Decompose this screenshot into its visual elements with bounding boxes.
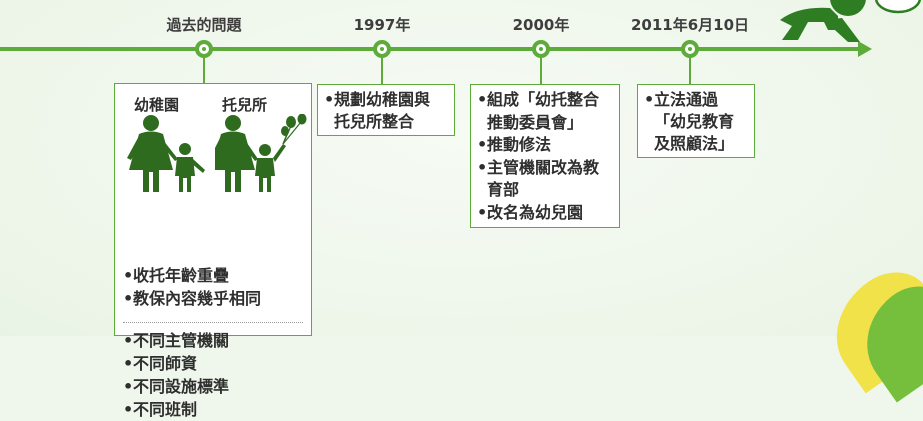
event-2000-item3-line1: 主管機關改為教 bbox=[477, 157, 613, 180]
dotted-divider bbox=[123, 322, 303, 323]
event-2011-line3: 及照顧法」 bbox=[654, 134, 735, 153]
event-2000-item1-line1: 組成「幼托整合 bbox=[477, 89, 613, 112]
timeline-marker-2000 bbox=[532, 40, 550, 58]
crawling-child-icon bbox=[780, 0, 922, 42]
difference-item: 不同設施標準 bbox=[123, 375, 229, 398]
event-2000-item1-line2: 推動委員會」 bbox=[487, 112, 584, 132]
event-2000-item2: 推動修法 bbox=[477, 134, 613, 157]
event-2000-item4: 改名為幼兒園 bbox=[477, 202, 613, 225]
connector-2011 bbox=[689, 58, 691, 85]
event-2011-box: 立法通過 「幼兒教育 及照顧法」 bbox=[637, 84, 755, 158]
difference-item: 不同主管機關 bbox=[123, 329, 229, 352]
timeline-marker-2011 bbox=[681, 40, 699, 58]
difference-item: 不同師資 bbox=[123, 352, 229, 375]
differences-list: 不同主管機關 不同師資 不同設施標準 不同班制 bbox=[123, 329, 229, 421]
timeline-marker-1997 bbox=[373, 40, 391, 58]
period-label-2011: 2011年6月10日 bbox=[630, 16, 750, 34]
family-with-balloons-icon bbox=[215, 114, 307, 192]
timeline-arrow-icon bbox=[858, 41, 872, 57]
event-2011-line2: 「幼兒教育 bbox=[654, 112, 735, 131]
event-2000-box: 組成「幼托整合 推動委員會」 推動修法 主管機關改為教 育部 改名為幼兒園 bbox=[470, 84, 620, 228]
connector-2000 bbox=[540, 58, 542, 85]
similarity-item: 教保內容幾乎相同 bbox=[123, 287, 261, 310]
family-icon bbox=[127, 115, 205, 192]
timeline-axis bbox=[0, 47, 865, 51]
event-1997-box: 規劃幼稚園與 托兒所整合 bbox=[317, 84, 455, 136]
nursery-heading: 托兒所 bbox=[222, 96, 268, 114]
past-problems-box: 幼稚園 托兒所 bbox=[114, 83, 312, 421]
period-label-2000: 2000年 bbox=[512, 16, 570, 34]
connector-1997 bbox=[381, 58, 383, 85]
period-label-past: 過去的問題 bbox=[166, 16, 242, 34]
similarity-item: 收托年齡重疊 bbox=[123, 264, 261, 287]
event-1997-line2: 托兒所整合 bbox=[334, 112, 415, 131]
event-1997-line1: 規劃幼稚園與 bbox=[324, 89, 448, 111]
period-label-1997: 1997年 bbox=[353, 16, 411, 34]
kindergarten-heading: 幼稚園 bbox=[134, 96, 180, 114]
connector-past bbox=[203, 58, 205, 84]
difference-item: 不同班制 bbox=[123, 398, 229, 421]
event-2000-item3-line2: 育部 bbox=[487, 180, 520, 199]
event-2011-line1: 立法通過 bbox=[644, 89, 748, 111]
timeline-marker-past bbox=[195, 40, 213, 58]
similarities-list: 收托年齡重疊 教保內容幾乎相同 bbox=[123, 264, 261, 310]
